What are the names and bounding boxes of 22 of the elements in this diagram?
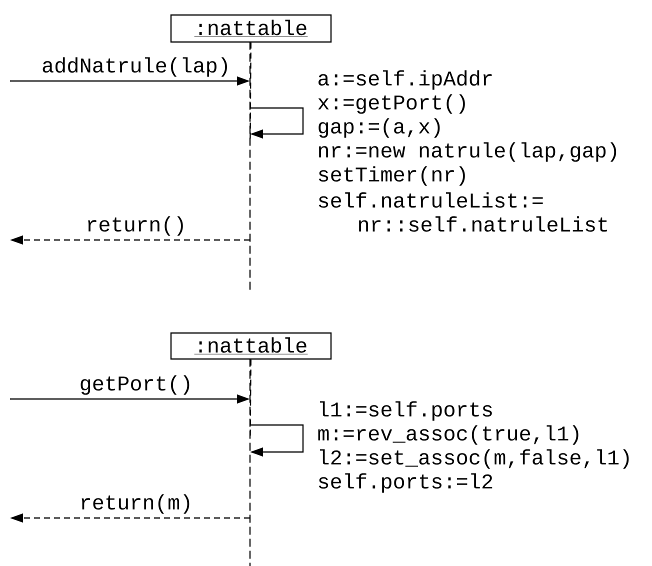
- lifeline-link: [250, 42, 252, 139]
- code-line: nr::self.natruleList: [359, 216, 608, 232]
- edge-label: return(): [88, 216, 183, 236]
- code-line: x:=getPort(): [318, 94, 465, 114]
- code-line: l2:=set_assoc(m,false,l1): [320, 449, 629, 469]
- self-message-arrow: [250, 424, 304, 457]
- self-message-arrow: [250, 107, 304, 139]
- code-line: nr:=new natrule(lap,gap): [319, 142, 616, 162]
- code-line: setTimer(nr): [318, 166, 465, 186]
- lifeline: [249, 358, 251, 566]
- code-line: self.ports:=l2: [318, 473, 492, 493]
- code-line: self.natruleList:=: [318, 192, 543, 208]
- lifeline: [249, 42, 251, 290]
- code-line: m:=rev_assoc(true,l1): [318, 425, 578, 445]
- code-line: l1:=self.ports: [320, 401, 492, 421]
- edge-label: return(m): [82, 494, 190, 514]
- object-box: :nattable: [170, 14, 332, 43]
- code-line: a:=self.ipAddr: [318, 70, 492, 90]
- edge-label: addNatrule(lap): [42, 57, 227, 77]
- object-box: :nattable: [170, 332, 332, 360]
- code-line: gap:=(a,x): [318, 118, 440, 138]
- edge-label: getPort(): [80, 375, 190, 395]
